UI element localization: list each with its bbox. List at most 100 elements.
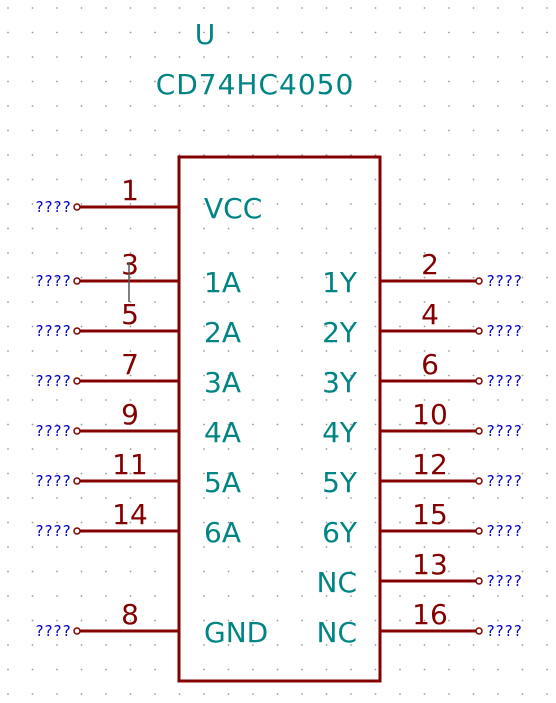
grid-dot bbox=[129, 31, 132, 34]
pin-number: 16 bbox=[412, 598, 448, 631]
grid-dot bbox=[227, 448, 230, 450]
pin-endpoint-circle[interactable] bbox=[73, 377, 81, 385]
net-label-unconnected: ???? bbox=[486, 572, 522, 590]
grid-dot bbox=[105, 178, 107, 181]
grid-dot bbox=[301, 203, 303, 205]
grid-dot bbox=[448, 301, 450, 303]
grid-dot bbox=[497, 80, 499, 83]
pin-endpoint-circle[interactable] bbox=[475, 627, 483, 635]
net-label-unconnected: ???? bbox=[486, 372, 522, 390]
grid-dot bbox=[350, 521, 352, 524]
pin-endpoint-circle[interactable] bbox=[73, 203, 81, 211]
grid-dot bbox=[301, 668, 303, 671]
pin-right-6[interactable]: 63Y???? bbox=[322, 348, 522, 399]
grid-dot bbox=[178, 693, 181, 695]
pin-endpoint-circle[interactable] bbox=[73, 277, 81, 285]
grid-dot bbox=[227, 31, 230, 34]
grid-dot bbox=[374, 399, 377, 401]
grid-dot bbox=[423, 521, 426, 524]
grid-dot bbox=[325, 497, 328, 499]
grid-dot bbox=[227, 56, 230, 58]
grid-dot bbox=[129, 178, 132, 181]
grid-dot bbox=[497, 56, 499, 58]
pin-endpoint-circle[interactable] bbox=[475, 377, 483, 385]
pin-left-3[interactable]: 31A???? bbox=[35, 248, 241, 299]
grid-dot bbox=[129, 276, 132, 279]
pin-endpoint-circle[interactable] bbox=[73, 427, 81, 435]
grid-dot bbox=[252, 31, 254, 34]
pin-endpoint-circle[interactable] bbox=[73, 527, 81, 535]
grid-dot bbox=[301, 105, 303, 107]
grid-dot bbox=[350, 203, 352, 205]
grid-dot bbox=[546, 301, 548, 303]
pin-left-5[interactable]: 52A???? bbox=[35, 298, 241, 349]
grid-dot bbox=[129, 350, 132, 352]
grid-dot bbox=[31, 570, 34, 573]
grid-dot bbox=[399, 227, 401, 230]
pin-endpoint-circle[interactable] bbox=[475, 427, 483, 435]
grid-dot bbox=[129, 227, 132, 230]
grid-dot bbox=[7, 105, 9, 107]
grid-dot bbox=[276, 619, 279, 622]
grid-dot bbox=[521, 644, 524, 646]
grid-dot bbox=[423, 7, 426, 9]
pin-right-4[interactable]: 42Y???? bbox=[322, 298, 522, 349]
pin-endpoint-circle[interactable] bbox=[475, 477, 483, 485]
pin-endpoint-circle[interactable] bbox=[475, 527, 483, 535]
grid-dot bbox=[374, 227, 377, 230]
grid-dot bbox=[129, 301, 132, 303]
grid-dot bbox=[129, 497, 132, 499]
pin-endpoint-circle[interactable] bbox=[73, 327, 81, 335]
grid-dot bbox=[546, 227, 548, 230]
grid-dot bbox=[7, 252, 9, 254]
pin-number: 9 bbox=[121, 398, 139, 431]
pin-left-7[interactable]: 73A???? bbox=[35, 348, 241, 399]
grid-dot bbox=[423, 31, 426, 34]
pin-number: 11 bbox=[112, 448, 148, 481]
grid-dot bbox=[325, 595, 328, 597]
pin-left-9[interactable]: 94A???? bbox=[35, 398, 241, 449]
grid-dot bbox=[154, 227, 156, 230]
grid-dot bbox=[80, 325, 83, 328]
grid-dot bbox=[227, 693, 230, 695]
grid-dot bbox=[546, 56, 548, 58]
grid-dot bbox=[56, 448, 58, 450]
grid-dot bbox=[301, 325, 303, 328]
grid-dot bbox=[56, 399, 58, 401]
grid-dot bbox=[399, 56, 401, 58]
pin-number: 1 bbox=[121, 174, 139, 207]
grid-dot bbox=[105, 129, 107, 132]
grid-dot bbox=[374, 105, 377, 107]
pin-endpoint-circle[interactable] bbox=[475, 327, 483, 335]
grid-dot bbox=[448, 31, 450, 34]
grid-dot bbox=[448, 56, 450, 58]
grid-dot bbox=[227, 668, 230, 671]
grid-dot bbox=[178, 56, 181, 58]
grid-dot bbox=[154, 595, 156, 597]
pin-endpoint-circle[interactable] bbox=[73, 477, 81, 485]
pin-name: 6Y bbox=[322, 516, 358, 549]
grid-dot bbox=[546, 546, 548, 548]
grid-dot bbox=[178, 7, 181, 9]
ic-body-outline[interactable] bbox=[177, 155, 382, 683]
grid-dot bbox=[399, 301, 401, 303]
grid-dot bbox=[399, 423, 401, 426]
grid-dot bbox=[374, 129, 377, 132]
pin-right-2[interactable]: 21Y???? bbox=[322, 248, 522, 299]
grid-dot bbox=[80, 570, 83, 573]
pin-endpoint-circle[interactable] bbox=[73, 627, 81, 635]
pin-endpoint-circle[interactable] bbox=[475, 277, 483, 285]
grid-dot bbox=[80, 56, 83, 58]
pin-number: 10 bbox=[412, 398, 448, 431]
pin-endpoint-circle[interactable] bbox=[475, 577, 483, 585]
grid-dot bbox=[546, 644, 548, 646]
